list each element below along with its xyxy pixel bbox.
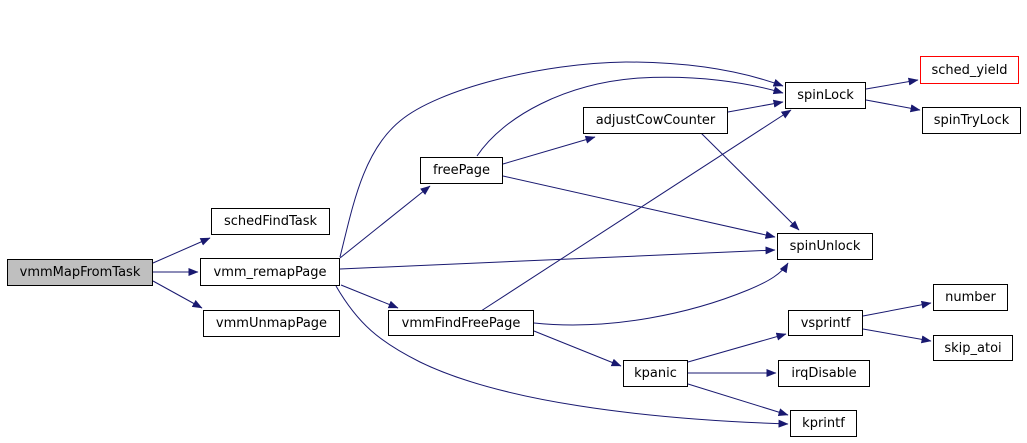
edge-vmmMapFromTask-vmmUnmapPage bbox=[152, 280, 203, 309]
edge-kpanic-kprintf bbox=[687, 383, 789, 417]
edge-vmmFindFreePage-spinUnlock bbox=[533, 262, 789, 326]
edge-freePage-spinUnlock bbox=[502, 175, 776, 239]
edge-vmmFindFreePage-kpanic bbox=[533, 330, 622, 367]
edge-adjustCowCounter-spinLock bbox=[727, 99, 784, 113]
node-freePage[interactable]: freePage bbox=[420, 157, 503, 184]
node-vmmUnmapPage[interactable]: vmmUnmapPage bbox=[203, 310, 340, 337]
edge-freePage-spinLock bbox=[476, 76, 784, 157]
node-spinUnlock[interactable]: spinUnlock bbox=[777, 233, 873, 260]
node-irqDisable[interactable]: irqDisable bbox=[778, 360, 870, 387]
node-vsprintf[interactable]: vsprintf bbox=[788, 310, 863, 336]
node-adjustCowCounter[interactable]: adjustCowCounter bbox=[583, 107, 728, 134]
node-number[interactable]: number bbox=[933, 284, 1008, 311]
node-sched_yield[interactable]: sched_yield bbox=[920, 56, 1019, 84]
node-kpanic[interactable]: kpanic bbox=[623, 360, 688, 387]
edge-kpanic-vsprintf bbox=[687, 332, 787, 363]
edge-vmm_remapPage-spinUnlock bbox=[339, 246, 776, 270]
node-schedFindTask[interactable]: schedFindTask bbox=[211, 208, 330, 235]
edge-spinLock-spinTryLock bbox=[865, 99, 921, 113]
edge-vsprintf-number bbox=[862, 300, 932, 317]
node-vmm_remapPage[interactable]: vmm_remapPage bbox=[200, 258, 340, 286]
node-vmmMapFromTask: vmmMapFromTask bbox=[7, 259, 153, 286]
edge-spinLock-sched_yield bbox=[865, 77, 919, 90]
edge-vmm_remapPage-kprintf bbox=[335, 285, 789, 428]
node-skip_atoi[interactable]: skip_atoi bbox=[933, 335, 1013, 361]
edge-vmmMapFromTask-schedFindTask bbox=[152, 237, 211, 264]
edge-vmm_remapPage-freePage bbox=[339, 185, 431, 259]
edge-vmmFindFreePage-spinLock bbox=[480, 109, 792, 312]
node-vmmFindFreePage[interactable]: vmmFindFreePage bbox=[388, 310, 534, 336]
edge-adjustCowCounter-spinUnlock bbox=[700, 132, 800, 231]
edge-freePage-adjustCowCounter bbox=[502, 135, 596, 165]
node-kprintf[interactable]: kprintf bbox=[790, 410, 857, 437]
edge-vsprintf-skip_atoi bbox=[862, 328, 932, 344]
edge-vmm_remapPage-spinLock bbox=[339, 61, 784, 258]
edge-vmm_remapPage-vmmFindFreePage bbox=[340, 284, 399, 309]
node-spinLock[interactable]: spinLock bbox=[785, 82, 866, 109]
node-spinTryLock[interactable]: spinTryLock bbox=[922, 107, 1021, 134]
